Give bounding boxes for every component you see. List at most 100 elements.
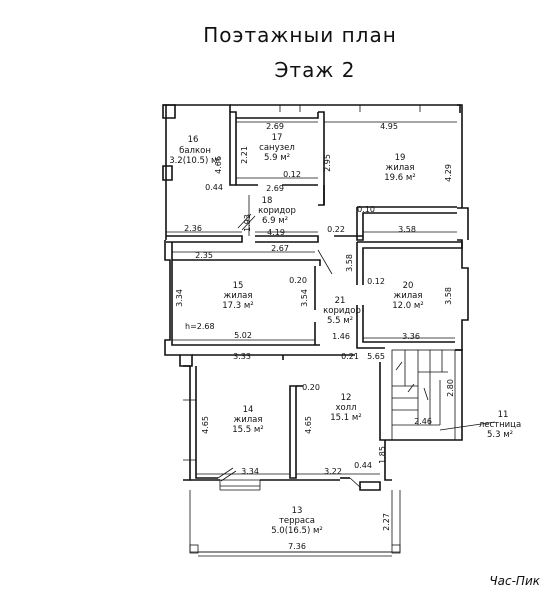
dim-label: 0.22	[327, 225, 345, 234]
window-bottom	[219, 479, 261, 491]
room-number: 18	[262, 196, 273, 206]
room-area: 12.0 м²	[392, 301, 423, 311]
dim-label: 0.44	[205, 183, 223, 192]
room-17: 17 санузел 5.9 м²	[259, 133, 295, 163]
dim-label: 4.65	[304, 416, 313, 434]
room-number: 12	[341, 393, 352, 403]
room-name: балкон	[179, 146, 211, 156]
room-11: 11 лестница 5.3 м²	[479, 410, 521, 440]
dim-label: 4.29	[444, 164, 453, 182]
dim-label: 2.95	[323, 154, 332, 172]
room-number: 11	[498, 410, 509, 420]
room-number: 21	[335, 296, 346, 306]
dim-label: 2.46	[414, 417, 432, 426]
room-number: 13	[292, 506, 303, 516]
dim-label: 1.93	[243, 214, 252, 232]
dim-label: 3.54	[300, 289, 309, 307]
dim-label: 0.20	[302, 383, 320, 392]
dim-label: 1.85	[378, 446, 387, 464]
dim-label: 0.20	[289, 276, 307, 285]
dim-label: 4.66	[214, 156, 223, 174]
room-number: 14	[243, 405, 254, 415]
corridor-door	[317, 249, 333, 275]
dim-label: 2.27	[382, 513, 391, 531]
terrace-door	[349, 477, 362, 489]
room-area: 6.9 м²	[262, 216, 288, 226]
floor-title: Этаж 2	[275, 58, 356, 82]
dim-label: 3.36	[402, 332, 420, 341]
room-name: жилая	[224, 291, 253, 301]
room-name: коридор	[323, 306, 361, 316]
room-16: 16 балкон 3.2(10.5) м²	[169, 135, 221, 166]
dim-label: 0.21	[341, 352, 359, 361]
dim-label: 2.35	[195, 251, 213, 260]
windows-right	[462, 267, 468, 321]
room-number: 17	[272, 133, 283, 143]
room-area: 3.2(10.5) м²	[169, 156, 221, 166]
room-area: 5.3 м²	[487, 430, 513, 440]
room-name: жилая	[394, 291, 423, 301]
dim-label: 2.80	[446, 379, 455, 397]
room-area: 5.0(16.5) м²	[271, 526, 323, 536]
room-20: 20 жилая 12.0 м²	[392, 281, 423, 311]
dim-label: 1.46	[332, 332, 350, 341]
dim-label: 0.12	[283, 170, 301, 179]
dim-label: 4.95	[380, 122, 398, 131]
dim-label: 2.69	[266, 122, 284, 131]
watermark: Час-Пик	[489, 574, 540, 588]
room-21: 21 коридор 5.5 м²	[323, 296, 361, 326]
dim-label: 5.02	[234, 331, 252, 340]
room-name: жилая	[234, 415, 263, 425]
dimension-labels: 2.69 4.95 2.21 4.66 2.95 4.29 0.44 0.12 …	[175, 122, 455, 551]
dim-label: 3.58	[345, 254, 354, 272]
outer-walls	[162, 104, 469, 491]
dim-label: 2.21	[240, 146, 249, 164]
room-number: 15	[233, 281, 244, 291]
room-number: 19	[395, 153, 406, 163]
dim-label: 3.22	[324, 467, 342, 476]
dim-label: 3.34	[175, 289, 184, 307]
dim-label: 5.65	[367, 352, 385, 361]
room-12: 12 холл 15.1 м²	[330, 393, 361, 423]
room-area: 19.6 м²	[384, 173, 415, 183]
room-number: 20	[403, 281, 414, 291]
dim-label: 0.44	[354, 461, 372, 470]
room-name: коридор	[258, 206, 296, 216]
dim-label: 2.69	[266, 184, 284, 193]
room-15: 15 жилая 17.3 м²	[222, 281, 253, 311]
room-area: 15.5 м²	[232, 425, 263, 435]
room-area: 5.5 м²	[327, 316, 353, 326]
room-name: терраса	[279, 516, 315, 526]
room-19: 19 жилая 19.6 м²	[384, 153, 415, 183]
room-name: санузел	[259, 143, 295, 153]
room-area: 5.9 м²	[264, 153, 290, 163]
room-14: 14 жилая 15.5 м²	[232, 405, 263, 435]
dim-label: 2.67	[271, 244, 289, 253]
ceiling-height: h=2.68	[185, 322, 215, 331]
room-18: 18 коридор 6.9 м²	[258, 196, 296, 226]
room-13: 13 терраса 5.0(16.5) м²	[271, 506, 323, 536]
room-area: 17.3 м²	[222, 301, 253, 311]
dim-label: 3.58	[398, 225, 416, 234]
windows-top	[279, 105, 421, 112]
room-name: жилая	[386, 163, 415, 173]
dim-label: 0.10	[357, 205, 375, 214]
room-area: 15.1 м²	[330, 413, 361, 423]
dim-label: 7.36	[288, 542, 306, 551]
room-name: лестница	[479, 420, 521, 430]
room-number: 16	[188, 135, 199, 145]
room-name: холл	[335, 403, 356, 413]
dim-label: 0.12	[367, 277, 385, 286]
dim-label: 4.65	[201, 416, 210, 434]
interior-walls	[166, 111, 463, 479]
staircase	[391, 349, 496, 441]
dimension-lines	[166, 121, 457, 553]
room14-door	[217, 467, 237, 482]
dim-label: 3.58	[444, 287, 453, 305]
dim-label: 3.34	[241, 467, 259, 476]
plan-title: Поэтажныи план	[203, 23, 397, 47]
dim-label: 2.36	[184, 224, 202, 233]
dim-label: 3.33	[233, 352, 251, 361]
windows-left	[183, 399, 196, 461]
